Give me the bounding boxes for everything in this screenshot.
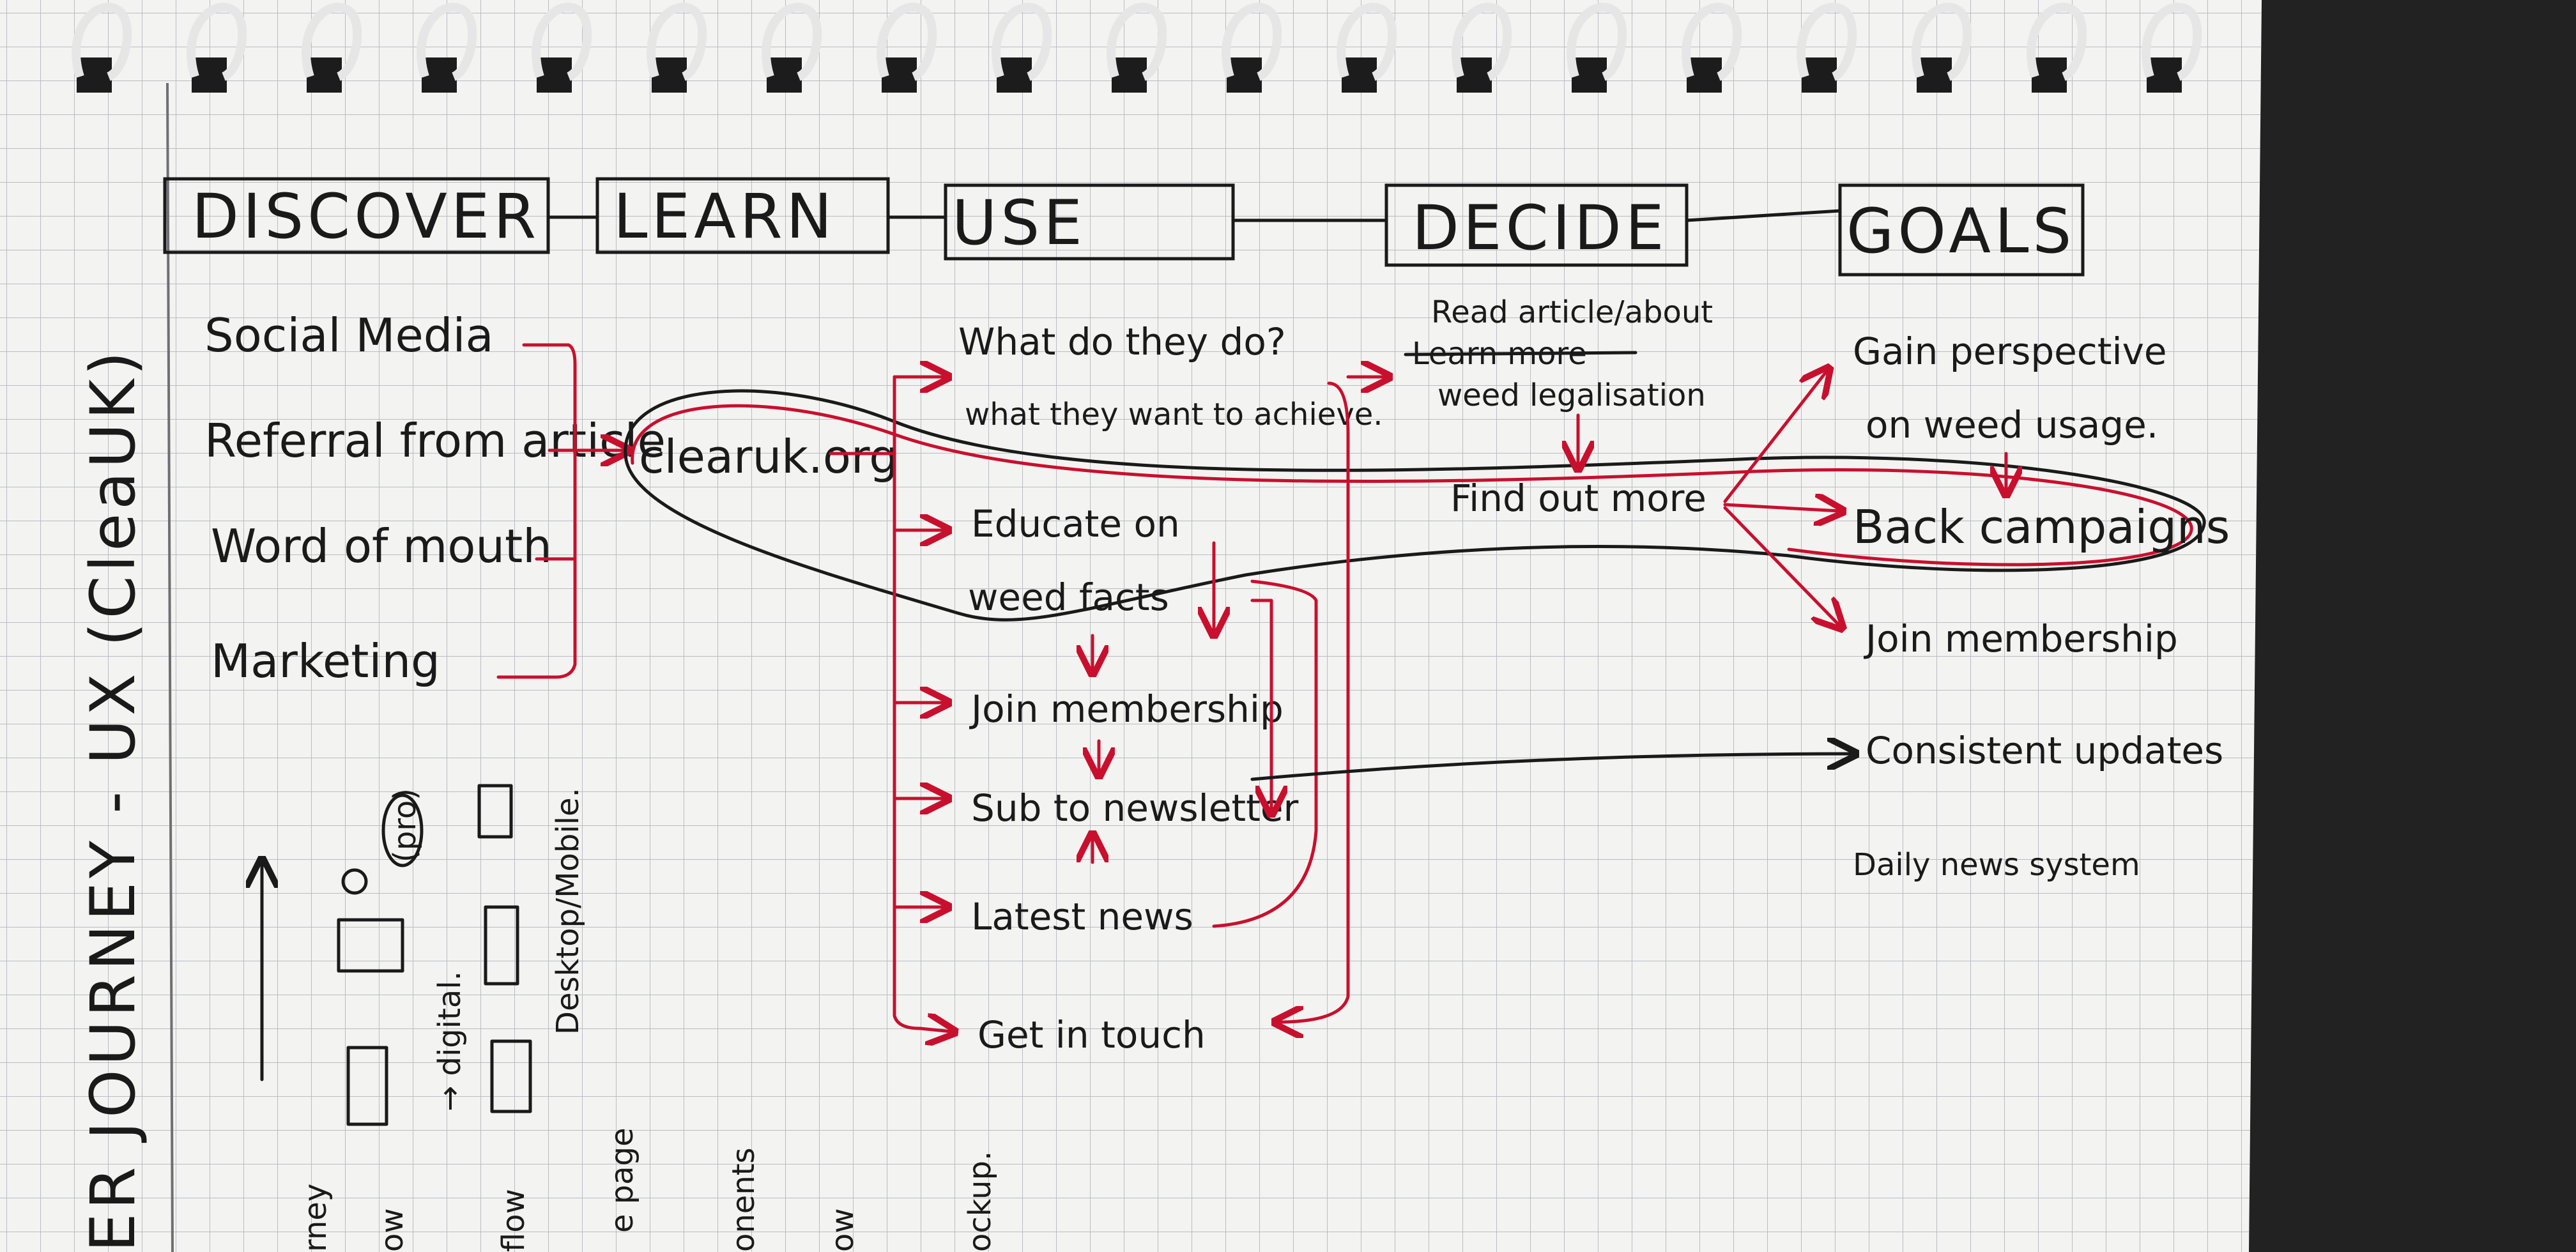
binding-ring bbox=[1797, 3, 1857, 81]
binding-ring bbox=[532, 3, 592, 81]
binding-ring bbox=[72, 3, 132, 81]
use-item-what-they-want: what they want to achieve. bbox=[965, 397, 1383, 432]
goal-daily-news: Daily news system bbox=[1853, 847, 2140, 883]
sketch-digital-label: → digital. bbox=[432, 971, 468, 1111]
use-item-join-membership: Join membership bbox=[969, 687, 1284, 731]
use-item-get-in-touch: Get in touch bbox=[977, 1013, 1206, 1057]
binding-ring bbox=[2142, 3, 2202, 81]
binding-ring bbox=[762, 3, 822, 81]
touch-return-arrow bbox=[1278, 381, 1350, 1022]
journey-loop-black bbox=[624, 389, 2206, 622]
binding-ring bbox=[1107, 3, 1167, 81]
journey-loop-red bbox=[631, 404, 2193, 567]
mobile-device-sketch bbox=[477, 784, 513, 839]
decide-list: Read article/about Learn more weed legal… bbox=[1404, 294, 1840, 626]
binding-ring bbox=[1222, 3, 1282, 81]
binding-ring bbox=[187, 3, 247, 81]
decide-box bbox=[1384, 183, 1689, 267]
binding-ring bbox=[877, 3, 937, 81]
binding-ring bbox=[992, 3, 1052, 81]
use-item-latest-news: Latest news bbox=[971, 895, 1193, 938]
binding-ring bbox=[302, 3, 362, 81]
goal-consistent-updates: Consistent updates bbox=[1866, 729, 2223, 772]
binding-ring bbox=[417, 3, 477, 81]
sketch-desktop-mobile-label: Desktop/Mobile. bbox=[550, 788, 586, 1035]
use-spine bbox=[893, 375, 922, 1030]
stage-decide-label: DECIDE bbox=[1412, 192, 1668, 264]
margin-fragments: rney ow flow e page onents ow ockup. bbox=[298, 1127, 998, 1252]
binding-ring bbox=[1452, 3, 1512, 81]
spiral-binding bbox=[72, 3, 2202, 93]
stage-use-label: USE bbox=[952, 187, 1086, 259]
goal-list: Gain perspective on weed usage. Back cam… bbox=[1250, 330, 2230, 883]
sketch-pro-label: (pro) bbox=[387, 788, 423, 862]
discover-item-marketing: Marketing bbox=[211, 634, 440, 688]
fragment-ow: ow bbox=[374, 1208, 410, 1252]
stage-row: DISCOVER LEARN USE DECIDE GOALS bbox=[163, 177, 2085, 277]
stage-learn-label: LEARN bbox=[613, 181, 836, 252]
binding-ring bbox=[1682, 3, 1742, 81]
grid-lines bbox=[0, 0, 2262, 1252]
discover-item-referral: Referral from article bbox=[204, 414, 666, 468]
goal-back-campaigns: Back campaigns bbox=[1853, 500, 2230, 554]
discover-list: Social Media Referral from article Word … bbox=[204, 309, 666, 688]
binding-ring bbox=[2027, 3, 2087, 81]
desktop-device-sketch bbox=[484, 905, 519, 986]
binding-ring bbox=[1912, 3, 1972, 81]
fragment-onents: onents bbox=[726, 1147, 762, 1252]
fragment-rney: rney bbox=[298, 1184, 334, 1252]
side-title: ER JOURNEY - UX (CleaUK) bbox=[77, 347, 149, 1252]
discover-bracket bbox=[496, 343, 577, 679]
flow-box-sketch bbox=[337, 918, 404, 973]
sketch-area: (pro) → digital. Desktop/Mobile. bbox=[262, 784, 586, 1126]
goal-weed-usage: on weed usage. bbox=[1866, 403, 2158, 447]
decide-read-line2: weed legalisation bbox=[1438, 378, 1706, 413]
fragment-ow-2: ow bbox=[825, 1208, 861, 1252]
use-item-educate: Educate on bbox=[971, 502, 1180, 546]
goal-join-membership: Join membership bbox=[1864, 617, 2178, 660]
fragment-mockup: ockup. bbox=[962, 1151, 998, 1252]
use-list: What do they do? what they want to achie… bbox=[893, 320, 1386, 1057]
binding-ring bbox=[1337, 3, 1397, 81]
discover-item-word-of-mouth: Word of mouth bbox=[211, 519, 552, 573]
fragment-page: e page bbox=[604, 1127, 640, 1233]
decide-read-line1: Read article/about bbox=[1431, 294, 1713, 330]
news-to-educate-arrow bbox=[1212, 579, 1318, 928]
binding-ring bbox=[1567, 3, 1627, 81]
goal-gain-perspective: Gain perspective bbox=[1853, 330, 2167, 373]
decide-find-out-more: Find out more bbox=[1450, 477, 1706, 520]
pro-bubble-sketch bbox=[381, 793, 424, 867]
hub-label: clearuk.org bbox=[639, 430, 898, 484]
margin-line bbox=[166, 82, 174, 1252]
use-item-weed-facts: weed facts bbox=[968, 576, 1169, 619]
fragment-flow: flow bbox=[496, 1189, 532, 1252]
discover-item-social-media: Social Media bbox=[204, 309, 494, 362]
use-item-sub-newsletter: Sub to newsletter bbox=[971, 786, 1299, 830]
newsletter-to-updates-arrow bbox=[1250, 754, 1853, 781]
use-item-what-do-they-do: What do they do? bbox=[958, 320, 1286, 363]
binding-ring bbox=[647, 3, 707, 81]
goals-box bbox=[1838, 183, 2085, 277]
stage-discover-label: DISCOVER bbox=[192, 181, 540, 252]
stage-goals-label: GOALS bbox=[1846, 195, 2075, 267]
